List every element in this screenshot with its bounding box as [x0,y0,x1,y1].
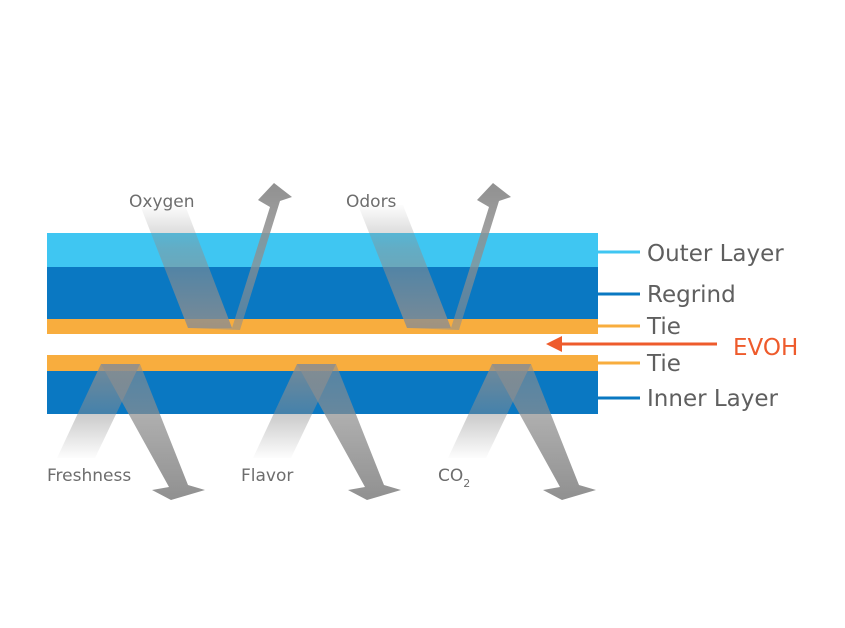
odors-barrier-arrow [358,183,511,330]
evoh-label: EVOH [733,335,798,361]
flavor-barrier-arrow [253,364,401,500]
evoh-arrow [546,336,717,352]
tie-top-label: Tie [646,314,681,340]
regrind-band [47,267,598,319]
tie-top-band [47,319,598,334]
outer-layer-band [47,233,598,267]
odors-label: Odors [346,192,397,212]
freshness-label: Freshness [47,466,131,486]
oxygen-label: Oxygen [129,192,195,212]
tie-bottom-band [47,355,598,371]
flavor-label: Flavor [241,466,293,486]
regrind-label: Regrind [647,282,736,308]
inner-layer-label: Inner Layer [647,386,779,412]
co2-barrier-arrow [448,364,596,500]
tie-bottom-label: Tie [646,351,681,377]
freshness-barrier-arrow [57,364,205,500]
oxygen-barrier-arrow [140,183,292,330]
outer-layer-label: Outer Layer [647,241,784,267]
co2-label: CO2 [438,466,470,490]
